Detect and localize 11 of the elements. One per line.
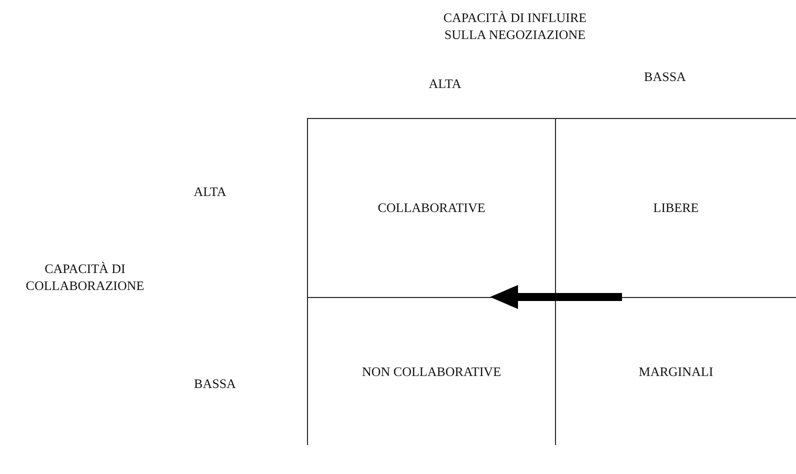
axis-title: CAPACITÀ DI INFLUIRE SULLA NEGOZIAZIONE: [442, 9, 588, 43]
column-heading: ALTA: [428, 75, 462, 92]
quadrant-label: MARGINALI: [638, 364, 714, 380]
block-arrow: [490, 285, 622, 309]
quadrant-label: LIBERE: [653, 200, 699, 216]
row-heading: BASSA: [193, 375, 237, 392]
axis-title: CAPACITÀ DI COLLABORAZIONE: [24, 260, 146, 294]
row-heading: ALTA: [192, 183, 228, 200]
column-heading: BASSA: [643, 68, 687, 85]
quadrant-label: COLLABORATIVE: [378, 200, 486, 216]
quadrant-label: NON COLLABORATIVE: [362, 364, 502, 380]
